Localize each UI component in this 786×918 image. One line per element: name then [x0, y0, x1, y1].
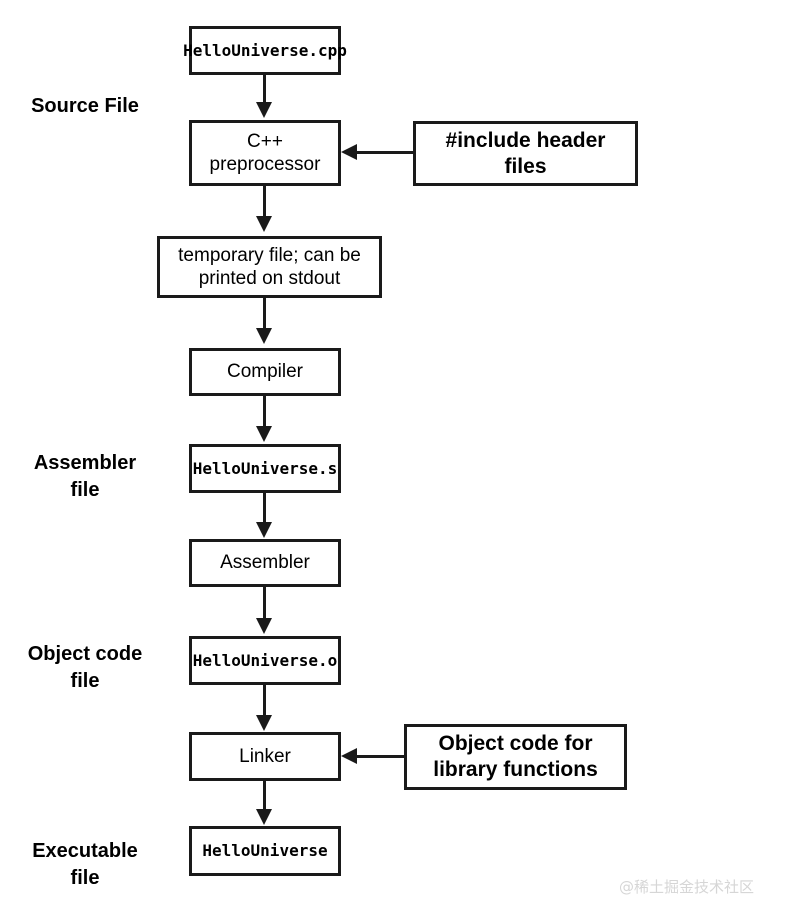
watermark-text: @稀土掘金技术社区	[619, 878, 755, 896]
connector-assembler-to-obj-arrowhead	[256, 618, 272, 634]
node-source-file: HelloUniverse.cpp	[183, 26, 347, 75]
annotation-library-object-code: Object code for library functions	[404, 724, 627, 790]
connector-asm-to-assembler-line	[263, 493, 266, 525]
node-temporary-file-label-line2: printed on stdout	[198, 268, 341, 289]
node-preprocessor: C++ preprocessor	[189, 120, 341, 186]
stage-label-object-code-file-line2: file	[70, 670, 100, 692]
connector-library-to-linker-line	[357, 755, 406, 758]
annotation-include-header-files: #include header files	[413, 121, 638, 186]
stage-label-assembler-file: Assembler file	[0, 450, 170, 504]
connector-asm-to-assembler-arrowhead	[256, 522, 272, 538]
annotation-library-object-code-line1: Object code for	[438, 732, 593, 756]
node-object-file: HelloUniverse.o	[189, 636, 341, 685]
connector-include-to-preprocessor-arrowhead	[341, 144, 357, 160]
connector-source-to-preprocessor-line	[263, 75, 266, 104]
annotation-include-header-files-line2: files	[504, 154, 547, 178]
connector-compiler-to-asm-arrowhead	[256, 426, 272, 442]
node-executable-label: HelloUniverse	[202, 841, 328, 861]
connector-include-to-preprocessor-line	[357, 151, 415, 154]
connector-preprocessor-to-temp-line	[263, 186, 266, 218]
node-compiler-label: Compiler	[226, 361, 304, 383]
stage-label-executable-file-line2: file	[70, 867, 100, 889]
connector-linker-to-executable-arrowhead	[256, 809, 272, 825]
connector-compiler-to-asm-line	[263, 396, 266, 428]
annotation-library-object-code-line2: library functions	[433, 758, 598, 781]
stage-label-source-file: Source File	[0, 93, 170, 120]
node-preprocessor-label-line2: preprocessor	[209, 154, 321, 175]
connector-linker-to-executable-line	[263, 781, 266, 811]
node-linker: Linker	[189, 732, 341, 781]
stage-label-source-file-line1: Source File	[31, 95, 139, 117]
connector-source-to-preprocessor-arrowhead	[256, 102, 272, 118]
stage-label-assembler-file-line2: file	[70, 479, 100, 501]
node-assembly-file-label: HelloUniverse.s	[192, 458, 338, 478]
node-linker-label: Linker	[239, 745, 291, 767]
node-assembler-label: Assembler	[220, 552, 310, 574]
stage-label-assembler-file-line1: Assembler	[33, 452, 137, 474]
stage-label-executable-file: Executable file	[0, 838, 170, 892]
connector-obj-to-linker-line	[263, 685, 266, 718]
stage-label-executable-file-line1: Executable	[32, 840, 138, 862]
node-assembly-file: HelloUniverse.s	[189, 444, 341, 493]
connector-preprocessor-to-temp-arrowhead	[256, 216, 272, 232]
connector-temp-to-compiler-arrowhead	[256, 328, 272, 344]
node-temporary-file-label-line1: temporary file; can be	[178, 244, 361, 266]
node-source-file-label: HelloUniverse.cpp	[183, 40, 347, 60]
connector-library-to-linker-arrowhead	[341, 748, 357, 764]
connector-temp-to-compiler-line	[263, 298, 266, 330]
node-assembler: Assembler	[189, 539, 341, 587]
node-object-file-label: HelloUniverse.o	[192, 650, 338, 670]
node-preprocessor-label-line1: C++	[247, 130, 283, 152]
node-compiler: Compiler	[189, 348, 341, 396]
node-temporary-file: temporary file; can be printed on stdout	[157, 236, 382, 298]
stage-label-object-code-file-line1: Object code	[27, 643, 143, 665]
connector-obj-to-linker-arrowhead	[256, 715, 272, 731]
annotation-include-header-files-line1: #include header	[445, 128, 606, 152]
connector-assembler-to-obj-line	[263, 587, 266, 620]
stage-label-object-code-file: Object code file	[0, 641, 170, 695]
node-executable: HelloUniverse	[189, 826, 341, 876]
